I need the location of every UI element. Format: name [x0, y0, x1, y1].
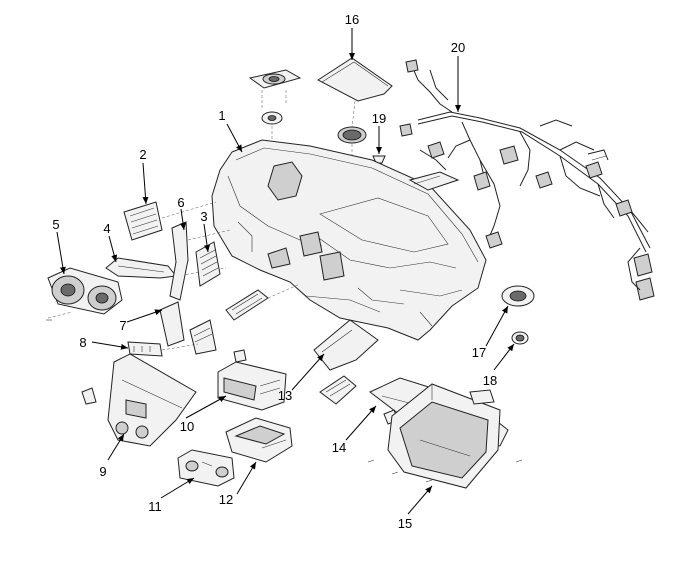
- callout-5: 5: [52, 217, 59, 232]
- callout-2: 2: [139, 147, 146, 162]
- callout-19: 19: [372, 111, 386, 126]
- part-3-vent-grille: [195, 241, 221, 287]
- callout-labels: 1 2 3 4 5 6 7 8 9 10 11 12 13 14 15 16 1…: [52, 12, 497, 531]
- callout-8: 8: [79, 335, 86, 350]
- callout-7: 7: [119, 318, 126, 333]
- part-center-vent: [225, 283, 301, 321]
- callout-9: 9: [99, 464, 106, 479]
- screws: [46, 319, 523, 483]
- part-11-heater-control: [177, 449, 235, 487]
- part-10-audio-unit: [217, 349, 287, 411]
- callout-6: 6: [177, 195, 184, 210]
- leader-lines: [56, 28, 515, 515]
- part-5-instrument-cluster: [47, 267, 123, 319]
- part-15-glove-box: [387, 383, 501, 489]
- part-7-lower-trim: [159, 301, 217, 355]
- callout-15: 15: [398, 516, 412, 531]
- part-17-speaker: [501, 285, 535, 307]
- part-8-switch-panel: [127, 341, 199, 357]
- part-16-cover-panel: [317, 57, 393, 129]
- part-upper-tweeter: [248, 69, 302, 148]
- callout-20: 20: [451, 40, 465, 55]
- callout-1: 1: [218, 108, 225, 123]
- part-12-lower-tray: [225, 417, 293, 463]
- part-18-tweeter: [511, 331, 529, 345]
- part-6-side-trim: [169, 221, 231, 301]
- part-20-wiring-harness: [399, 59, 655, 301]
- callout-11: 11: [148, 499, 162, 514]
- part-sensor-module: [408, 171, 460, 191]
- part-9-center-fascia: [81, 353, 197, 447]
- part-center-speaker: [337, 126, 367, 168]
- callout-13: 13: [278, 388, 292, 403]
- callout-16: 16: [345, 12, 359, 27]
- callout-17: 17: [472, 345, 486, 360]
- part-1-crash-pad: [211, 139, 487, 341]
- part-2-side-vent: [123, 201, 217, 241]
- part-13-side-trim: [313, 319, 379, 371]
- callout-4: 4: [103, 221, 110, 236]
- callout-12: 12: [219, 492, 233, 507]
- callout-3: 3: [200, 209, 207, 224]
- callout-10: 10: [180, 419, 194, 434]
- part-passenger-vent: [319, 375, 357, 405]
- callout-18: 18: [483, 373, 497, 388]
- callout-14: 14: [332, 440, 346, 455]
